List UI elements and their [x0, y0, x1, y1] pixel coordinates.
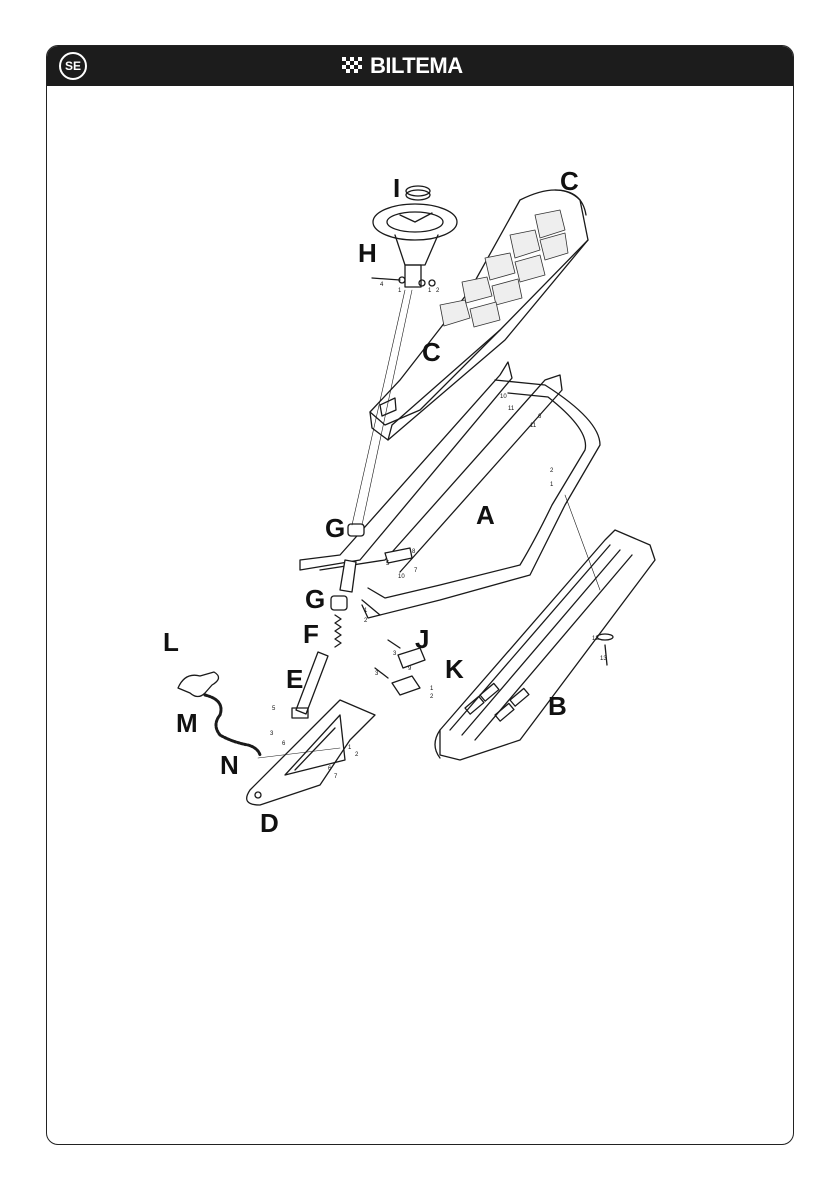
label-l: L	[163, 627, 179, 657]
part-l-pull-handle	[178, 672, 219, 697]
hw-num: 2	[364, 618, 368, 624]
label-a: A	[476, 500, 495, 530]
part-h-steering-wheel	[372, 204, 457, 287]
part-k-bracket	[375, 668, 420, 695]
label-n: N	[220, 750, 239, 780]
hw-num: 10	[500, 394, 507, 400]
hw-num: 2	[436, 288, 440, 294]
hw-num: 9	[408, 666, 412, 672]
hw-num: 1	[430, 686, 434, 692]
label-c-mid: C	[422, 337, 441, 367]
part-f-spring	[335, 615, 341, 647]
hw-num: 7	[334, 774, 338, 780]
label-d: D	[260, 808, 279, 838]
hw-num: 1	[398, 288, 402, 294]
label-m: M	[176, 708, 198, 738]
part-b-rear-runner	[435, 495, 655, 760]
label-i: I	[393, 173, 400, 203]
part-m-rope	[205, 695, 260, 755]
label-j: J	[415, 624, 429, 654]
hw-num: 11	[508, 406, 515, 412]
hw-num: 3	[393, 651, 397, 657]
hw-num: 12	[592, 636, 599, 642]
hw-num: 1	[550, 482, 554, 488]
hw-num: 2	[550, 468, 554, 474]
label-f: F	[303, 619, 319, 649]
hw-num: 7	[414, 568, 418, 574]
hw-num: 1	[428, 288, 432, 294]
hw-num: 6	[282, 741, 286, 747]
label-g-top: G	[325, 513, 345, 543]
hw-num: 2	[430, 694, 434, 700]
hw-num: 1	[348, 745, 352, 751]
hw-num: 13	[600, 656, 607, 662]
label-g-bottom: G	[305, 584, 325, 614]
hw-num: 2	[355, 752, 359, 758]
hw-num: 3	[375, 671, 379, 677]
hw-num: 5	[272, 706, 276, 712]
label-h: H	[358, 238, 377, 268]
hw-num: 10	[398, 574, 405, 580]
part-g-lower-bushing	[331, 596, 347, 610]
label-e: E	[286, 664, 303, 694]
hw-num: 4	[380, 282, 384, 288]
part-column-tube	[340, 560, 356, 592]
part-i-center-cap	[406, 186, 430, 200]
hw-num: 6	[538, 414, 542, 420]
hw-num: 3	[270, 731, 274, 737]
part-g-upper-bushing	[348, 524, 364, 536]
label-b: B	[548, 691, 567, 721]
label-k: K	[445, 654, 464, 684]
hw-num: 1	[364, 608, 368, 614]
hw-num: 11	[530, 423, 537, 429]
label-c-top: C	[560, 166, 579, 196]
